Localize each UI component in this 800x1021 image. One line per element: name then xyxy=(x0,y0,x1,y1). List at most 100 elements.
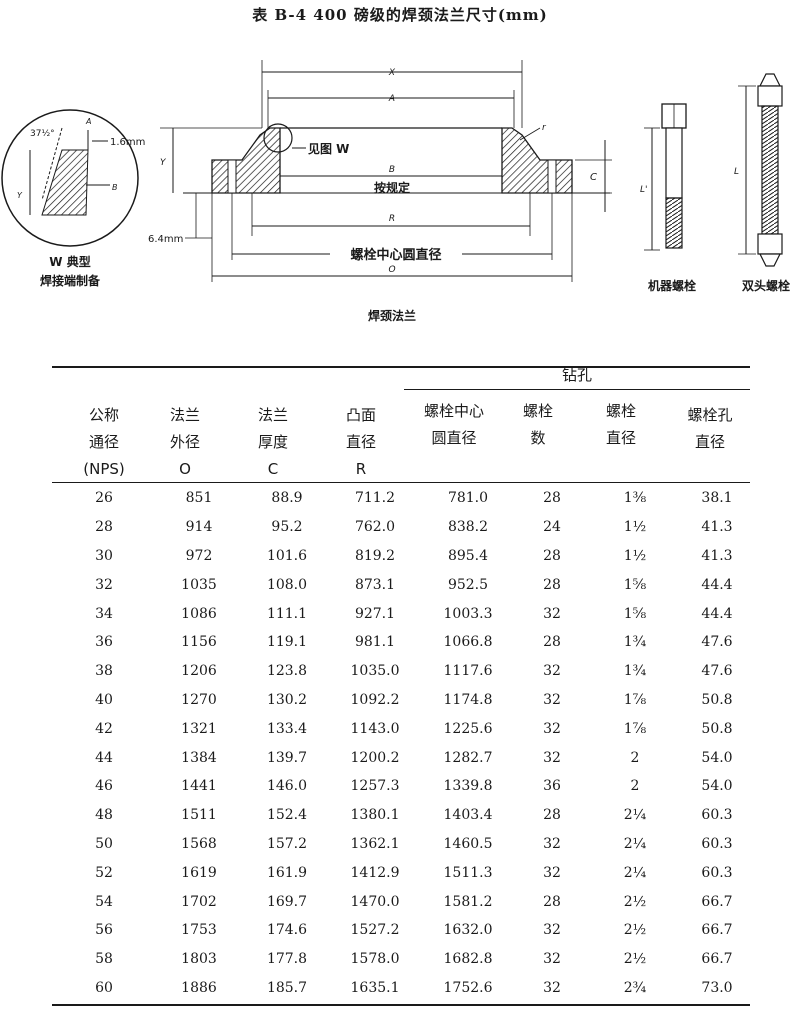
cell-nps: 52 xyxy=(95,864,113,881)
cell-o: 1886 xyxy=(181,979,217,996)
cell-bolt-count: 32 xyxy=(543,922,561,939)
cell-bolt-diameter: 2½ xyxy=(623,922,647,939)
cell-bolt-count: 36 xyxy=(543,778,561,795)
cell-bolt-hole: 66.7 xyxy=(701,922,733,939)
cell-c: 95.2 xyxy=(271,519,303,536)
cell-bolt-hole: 66.7 xyxy=(701,893,733,910)
cell-bolt-count: 32 xyxy=(543,663,561,680)
cell-bolt-hole: 44.4 xyxy=(701,576,733,593)
cell-c: 152.4 xyxy=(266,807,308,824)
cell-bolt-diameter: 2¾ xyxy=(623,979,647,996)
header-bottom-rule xyxy=(52,482,750,483)
cell-o: 1384 xyxy=(181,749,217,766)
cell-r: 1527.2 xyxy=(350,922,400,939)
cell-bolt-circle: 1581.2 xyxy=(443,893,493,910)
cell-bolt-hole: 54.0 xyxy=(701,749,733,766)
flange-diagram: 37½° A 1.6mm B Y W 典型 焊接端制备 X A r 见图 W B xyxy=(1,60,790,323)
cell-nps: 54 xyxy=(95,893,113,910)
header-bolt-circle: 螺栓中心圆直径 xyxy=(423,402,484,447)
cell-c: 101.6 xyxy=(266,547,308,564)
b-small-label: B xyxy=(112,183,118,192)
cell-r: 1380.1 xyxy=(350,807,400,824)
cell-c: 111.1 xyxy=(266,605,308,622)
cell-bolt-count: 28 xyxy=(543,634,561,651)
r-label: R xyxy=(389,214,395,224)
x-label: X xyxy=(388,68,396,78)
cell-r: 1035.0 xyxy=(350,663,400,680)
header-bolt-count: 螺栓数 xyxy=(522,402,553,447)
cell-nps: 38 xyxy=(95,663,113,680)
cell-nps: 36 xyxy=(95,634,113,651)
cell-bolt-count: 28 xyxy=(543,547,561,564)
cell-bolt-count: 32 xyxy=(543,864,561,881)
cell-nps: 30 xyxy=(95,547,113,564)
cell-bolt-diameter: 2½ xyxy=(623,951,647,968)
cell-bolt-circle: 1282.7 xyxy=(443,749,493,766)
cell-bolt-count: 28 xyxy=(543,807,561,824)
cell-bolt-circle: 1752.6 xyxy=(443,979,493,996)
cell-bolt-diameter: 1½ xyxy=(623,519,647,536)
cell-bolt-count: 28 xyxy=(543,576,561,593)
cell-nps: 48 xyxy=(95,807,113,824)
cell-bolt-circle: 1225.6 xyxy=(443,720,493,737)
cell-r: 1362.1 xyxy=(350,835,400,852)
cell-o: 1568 xyxy=(181,835,217,852)
cell-bolt-diameter: 1⅞ xyxy=(623,720,647,737)
cell-o: 1441 xyxy=(181,778,217,795)
r-small-label: r xyxy=(542,123,547,133)
cell-bolt-hole: 38.1 xyxy=(701,490,733,507)
cell-bolt-diameter: 2¼ xyxy=(623,807,647,824)
cell-r: 1470.0 xyxy=(350,893,400,910)
cell-bolt-hole: 44.4 xyxy=(701,605,733,622)
cell-bolt-hole: 41.3 xyxy=(701,519,733,536)
machine-bolt-caption: 机器螺栓 xyxy=(648,278,696,293)
cell-o: 1702 xyxy=(181,893,217,910)
cell-bolt-diameter: 2¼ xyxy=(623,835,647,852)
cell-nps: 44 xyxy=(95,749,113,766)
cell-o: 1270 xyxy=(181,691,217,708)
flange-section: X A r 见图 W B 按规定 C Y 6.4mm R xyxy=(148,60,612,323)
cell-bolt-circle: 1403.4 xyxy=(443,807,493,824)
cell-o: 1156 xyxy=(181,634,217,651)
cell-o: 851 xyxy=(185,490,213,507)
angle-label: 37½° xyxy=(30,129,55,139)
cell-bolt-hole: 60.3 xyxy=(701,807,733,824)
cell-bolt-circle: 838.2 xyxy=(447,519,489,536)
cell-c: 185.7 xyxy=(266,979,308,996)
cell-c: 123.8 xyxy=(266,663,308,680)
cell-bolt-diameter: 1⅝ xyxy=(623,576,647,593)
cell-nps: 40 xyxy=(95,691,113,708)
cell-o: 1619 xyxy=(181,864,217,881)
table-top-rule xyxy=(52,366,750,368)
cell-r: 1143.0 xyxy=(350,720,400,737)
cell-bolt-count: 28 xyxy=(543,490,561,507)
cell-r: 1578.0 xyxy=(350,951,400,968)
cell-bolt-hole: 60.3 xyxy=(701,864,733,881)
cell-r: 927.1 xyxy=(354,605,396,622)
cell-o: 914 xyxy=(185,519,213,536)
detail-caption-2: 焊接端制备 xyxy=(40,273,101,288)
cell-bolt-count: 24 xyxy=(543,519,561,536)
cell-bolt-hole: 54.0 xyxy=(701,778,733,795)
cell-nps: 34 xyxy=(95,605,113,622)
cell-c: 177.8 xyxy=(266,951,308,968)
cell-bolt-circle: 1066.8 xyxy=(443,634,493,651)
cell-bolt-count: 28 xyxy=(543,893,561,910)
cell-bolt-count: 32 xyxy=(543,720,561,737)
cell-r: 1092.2 xyxy=(350,691,400,708)
cell-bolt-diameter: 2 xyxy=(630,749,640,766)
cell-bolt-diameter: 1¾ xyxy=(623,634,647,651)
o-label: O xyxy=(388,265,395,275)
